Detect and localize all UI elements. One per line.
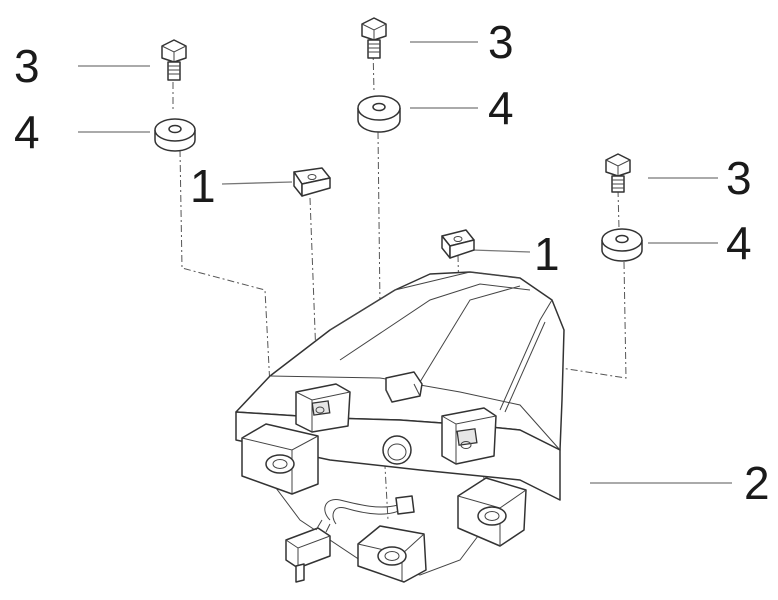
washer-left bbox=[154, 118, 196, 152]
wire-harness-connector bbox=[285, 495, 415, 583]
mounting-boss-lower-left bbox=[241, 423, 319, 495]
mounting-boss-bottom bbox=[357, 525, 427, 583]
assembly-line-right bbox=[481, 189, 627, 491]
assembly-line-center-bolt bbox=[372, 47, 389, 521]
callout-label-washer-left: 4 bbox=[14, 106, 40, 158]
assembly-line-left bbox=[172, 82, 273, 426]
leader-lines bbox=[78, 41, 732, 484]
callout-label-washer-right: 4 bbox=[726, 217, 752, 269]
mounting-boss-upper-right bbox=[441, 407, 497, 465]
clip-nut-left bbox=[293, 167, 331, 197]
bolt-left bbox=[161, 39, 187, 81]
callout-label-bolt-right: 3 bbox=[726, 152, 752, 204]
callout-label-washer-center: 4 bbox=[488, 82, 514, 134]
callout-labels: 3 4 3 4 1 3 4 1 2 bbox=[14, 16, 770, 509]
callout-label-bolt-center: 3 bbox=[488, 16, 514, 68]
washer-right bbox=[601, 228, 643, 262]
mounting-boss-upper-left bbox=[295, 383, 351, 433]
callout-label-bolt-left: 3 bbox=[14, 40, 40, 92]
bolt-center bbox=[361, 17, 387, 59]
callout-label-clip-right: 1 bbox=[534, 228, 560, 280]
callout-label-housing: 2 bbox=[744, 457, 770, 509]
mounting-boss-lower-right bbox=[457, 477, 527, 547]
clip-nut-right bbox=[441, 229, 475, 259]
washer-center bbox=[357, 95, 401, 133]
callout-label-clip-left: 1 bbox=[190, 160, 216, 212]
bolt-right bbox=[605, 153, 631, 193]
